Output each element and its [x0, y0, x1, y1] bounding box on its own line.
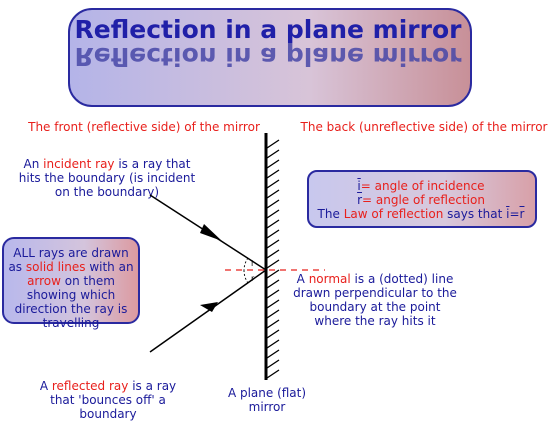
hatch-line: [266, 219, 280, 229]
hatch-line: [266, 349, 280, 359]
angle-r-label: r: [251, 274, 255, 283]
hatch-line: [266, 309, 280, 319]
hatch-line: [266, 199, 280, 209]
hatch-line: [266, 299, 280, 309]
hatch-line: [266, 319, 280, 329]
angle-of-reflection-def: r= angle of reflection: [357, 193, 485, 207]
normal-term: normal: [308, 272, 351, 286]
hatch-line: [266, 239, 280, 249]
reflected-ray-description: A reflected ray is a ray that 'bounces o…: [39, 379, 177, 421]
hatch-line: [266, 339, 280, 349]
hatch-line: [266, 149, 280, 159]
hatch-line: [266, 289, 280, 299]
angle-reflection-arc: [243, 269, 249, 284]
hatch-line: [266, 359, 280, 369]
mirror-hatching: [266, 139, 280, 379]
hatch-line: [266, 329, 280, 339]
mirror-label: A plane (flat) mirror: [227, 386, 307, 414]
hatch-line: [266, 209, 280, 219]
back-side-label: The back (unreflective side) of the mirr…: [300, 120, 548, 134]
angle-i-label: i: [251, 259, 253, 268]
angle-incidence-arc: [243, 257, 249, 271]
hatch-line: [266, 279, 280, 289]
normal-description: A normal is a (dotted) line drawn perpen…: [293, 272, 457, 328]
title-banner: [68, 8, 472, 107]
rays-note-text: ALL rays are drawn as solid lines with a…: [8, 246, 134, 330]
hatch-line: [266, 179, 280, 189]
hatch-line: [266, 259, 280, 269]
rays-note-box: [2, 237, 140, 324]
hatch-line: [266, 269, 280, 279]
hatch-line: [266, 369, 280, 379]
reflected-ray-arrow: [200, 302, 218, 312]
incident-ray-arrow: [200, 224, 222, 241]
hatch-line: [266, 159, 280, 169]
hatch-line: [266, 189, 280, 199]
page-title: Reflection in a plane mirror: [74, 15, 462, 44]
definitions-text: i= angle of incidence r= angle of reflec…: [309, 179, 533, 221]
incident-ray-description: An incident ray is a ray that hits the b…: [18, 157, 196, 199]
angle-of-incidence-def: i= angle of incidence: [357, 179, 485, 193]
law-of-reflection: The Law of reflection says that i=r: [317, 207, 525, 221]
hatch-line: [266, 169, 280, 179]
reflected-ray: [149, 269, 267, 353]
incident-ray-term: incident ray: [43, 157, 115, 171]
definitions-box: [307, 170, 537, 228]
hatch-line: [266, 229, 280, 239]
hatch-line: [266, 249, 280, 259]
front-side-label: The front (reflective side) of the mirro…: [28, 120, 260, 134]
reflected-ray-term: reflected ray: [51, 379, 129, 393]
hatch-line: [266, 139, 280, 149]
